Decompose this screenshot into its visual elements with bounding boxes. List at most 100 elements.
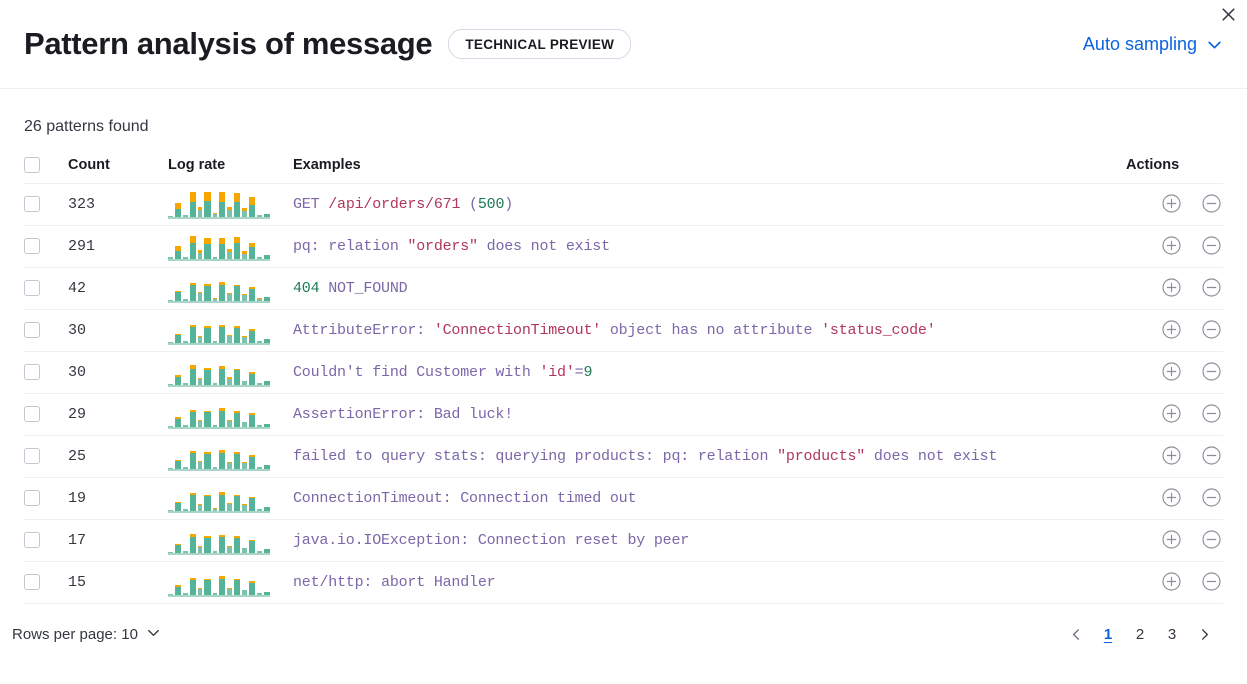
rows-per-page-dropdown[interactable]: Rows per page: 10 [12, 625, 161, 644]
sparkline-bar [182, 275, 188, 301]
sparkline-bar-segment-top [189, 283, 196, 285]
filter-out-value-button[interactable] [1199, 319, 1223, 343]
sparkline-bar-segment-top [242, 336, 248, 338]
row-checkbox[interactable] [24, 364, 40, 381]
row-checkbox[interactable] [24, 238, 40, 255]
sparkline-bar-segment-main [168, 257, 173, 259]
example-token-str: /api/orders/671 [328, 196, 461, 214]
filter-for-value-button[interactable] [1159, 361, 1183, 385]
row-checkbox[interactable] [24, 406, 40, 423]
row-checkbox[interactable] [24, 490, 40, 507]
sparkline-bar [197, 191, 203, 217]
filter-out-value-button[interactable] [1199, 277, 1223, 301]
sparkline-bar [168, 443, 173, 469]
row-checkbox[interactable] [24, 280, 40, 297]
sparkline-bar-segment-main [249, 456, 256, 469]
sparkline-bar-segment-top [204, 326, 211, 328]
row-checkbox[interactable] [24, 196, 40, 213]
sparkline-bar [234, 191, 241, 217]
sparkline-bar-segment-top [189, 533, 196, 537]
filter-out-value-button[interactable] [1199, 487, 1223, 511]
filter-out-value-button[interactable] [1199, 571, 1223, 595]
sparkline-bar [174, 275, 181, 301]
row-checkbox[interactable] [24, 448, 40, 465]
row-checkbox[interactable] [24, 322, 40, 339]
sparkline-bar-segment-main [227, 589, 233, 595]
sparkline-bar [204, 443, 211, 469]
sparkline-bar [182, 317, 188, 343]
filter-out-value-button[interactable] [1199, 445, 1223, 469]
sparkline-bar [263, 317, 271, 343]
log-rate-sparkline [168, 275, 271, 303]
sparkline-bar-segment-top [234, 237, 241, 243]
sparkline-bar-segment-top [204, 284, 211, 286]
sparkline-bar [234, 317, 241, 343]
select-all-checkbox[interactable] [24, 157, 40, 174]
sparkline-bar-segment-main [219, 326, 226, 343]
filter-out-value-button[interactable] [1199, 361, 1223, 385]
sparkline-bar-segment-main [168, 593, 173, 595]
filter-for-value-button[interactable] [1159, 193, 1183, 217]
previous-page-button[interactable] [1063, 621, 1089, 647]
sparkline-bar-segment-main [197, 462, 203, 469]
sparkline-bar-segment-main [249, 246, 256, 259]
sparkline-bar [174, 485, 181, 511]
next-page-button[interactable] [1191, 621, 1217, 647]
sparkline-bar [204, 401, 211, 427]
sparkline-bar-segment-top [197, 335, 203, 337]
page-number-button[interactable]: 3 [1159, 621, 1185, 647]
sparkline-bar [212, 317, 218, 343]
filter-out-value-button[interactable] [1199, 193, 1223, 217]
sparkline-bar [204, 317, 211, 343]
filter-out-value-button[interactable] [1199, 403, 1223, 427]
sparkline-bar-segment-top [249, 242, 256, 247]
sparkline-bar [189, 191, 196, 217]
sparkline-bar [174, 359, 181, 385]
sparkline-bar-segment-top [219, 282, 226, 285]
sparkline-bar [197, 527, 203, 553]
row-count: 42 [68, 267, 168, 311]
auto-sampling-dropdown[interactable]: Auto sampling [1083, 34, 1223, 55]
row-checkbox[interactable] [24, 532, 40, 549]
page-number-button[interactable]: 1 [1095, 621, 1121, 647]
row-actions-cell [1126, 393, 1223, 437]
sparkline-bar-segment-top [219, 535, 226, 538]
sparkline-bar-segment-main [182, 299, 188, 301]
close-button[interactable] [1214, 2, 1242, 30]
sparkline-bar [204, 275, 211, 301]
sparkline-bar [242, 317, 248, 343]
filter-for-value-button[interactable] [1159, 277, 1183, 301]
sparkline-bar-segment-top [197, 461, 203, 463]
log-rate-sparkline [168, 485, 271, 513]
filter-for-value-button[interactable] [1159, 235, 1183, 259]
filter-for-value-button[interactable] [1159, 529, 1183, 553]
sparkline-bar-segment-top [204, 579, 211, 581]
filter-for-value-button[interactable] [1159, 487, 1183, 511]
row-count: 17 [68, 519, 168, 563]
filter-for-value-button[interactable] [1159, 571, 1183, 595]
sparkline-bar-segment-top [227, 588, 233, 590]
sparkline-bar [168, 191, 173, 217]
row-example-text: GET /api/orders/671 (500) [293, 183, 1126, 227]
sparkline-bar-segment-main [242, 211, 248, 217]
sparkline-bar [227, 401, 233, 427]
sparkline-bar-segment-top [204, 452, 211, 454]
sparkline-bar [234, 359, 241, 385]
sparkline-bar-segment-main [234, 412, 241, 427]
sparkline-bar-segment-top [234, 452, 241, 454]
auto-sampling-label: Auto sampling [1082, 33, 1197, 54]
filter-out-value-button[interactable] [1199, 235, 1223, 259]
sparkline-bar [189, 359, 196, 385]
sparkline-bar-segment-top [227, 461, 233, 463]
table-header-row: Count Log rate Examples Actions [24, 157, 1223, 184]
sparkline-bar-segment-top [234, 368, 241, 370]
sparkline-bar [242, 401, 248, 427]
filter-for-value-button[interactable] [1159, 445, 1183, 469]
filter-for-value-button[interactable] [1159, 403, 1183, 427]
row-checkbox[interactable] [24, 574, 40, 591]
sparkline-bar-segment-top [249, 197, 256, 206]
filter-out-value-button[interactable] [1199, 529, 1223, 553]
filter-for-value-button[interactable] [1159, 319, 1183, 343]
sparkline-bar-segment-top [249, 497, 256, 499]
page-number-button[interactable]: 2 [1127, 621, 1153, 647]
